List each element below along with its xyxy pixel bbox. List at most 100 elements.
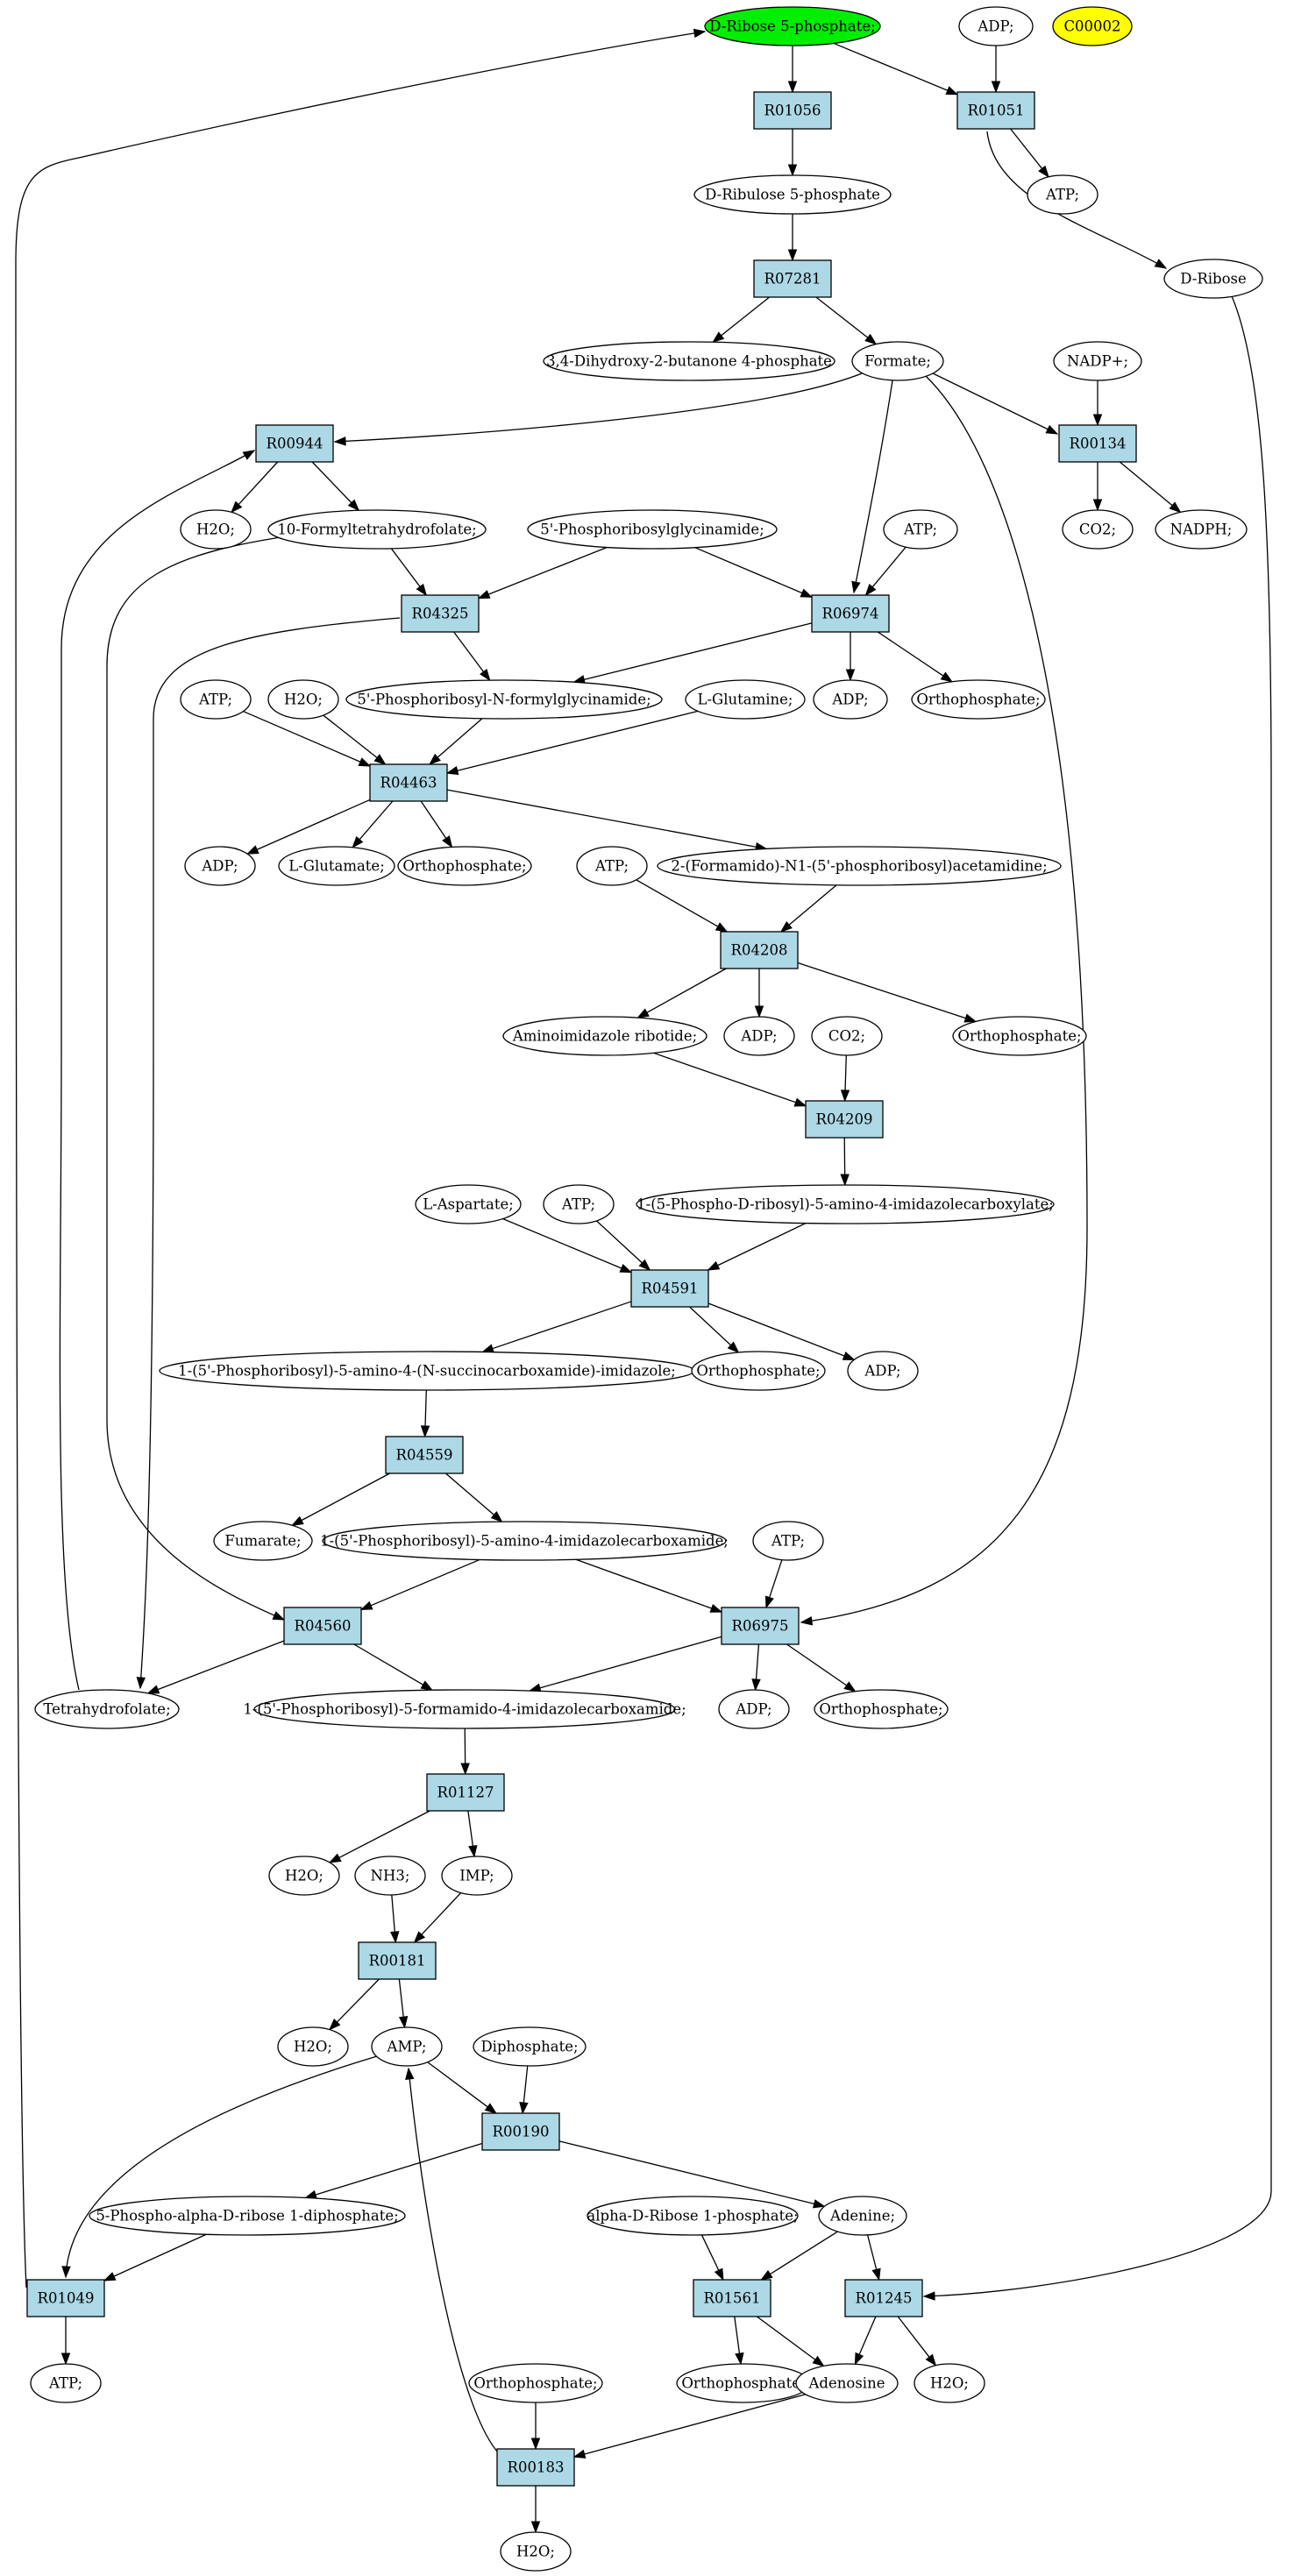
metabolite-node-ar1p[interactable]: alpha-D-Ribose 1-phosphate; <box>587 2196 799 2236</box>
node-label: R01056 <box>764 103 821 119</box>
metabolite-node-h2o_r00183[interactable]: H2O; <box>500 2531 572 2572</box>
node-label: D-Ribose <box>1180 271 1247 287</box>
metabolite-node-atp_r06975[interactable]: ATP; <box>752 1521 824 1561</box>
reaction-node-r04209[interactable]: R04209 <box>805 1100 884 1139</box>
metabolite-node-gar[interactable]: 5'-Phosphoribosylglycinamide; <box>527 509 778 550</box>
metabolite-node-dru5p[interactable]: D-Ribulose 5-phosphate <box>693 174 892 215</box>
reaction-node-r00183[interactable]: R00183 <box>496 2448 575 2487</box>
node-label: ATP; <box>48 2375 82 2392</box>
metabolite-node-prpp[interactable]: 5-Phospho-alpha-D-ribose 1-diphosphate; <box>89 2196 406 2236</box>
metabolite-node-imp[interactable]: IMP; <box>441 1856 513 1896</box>
edge-r04591-to-saicar <box>481 1301 632 1353</box>
metabolite-node-atp_r04463[interactable]: ATP; <box>180 679 252 720</box>
metabolite-node-faicar[interactable]: 1-(5'-Phosphoribosyl)-5-formamido-4-imid… <box>243 1689 686 1729</box>
metabolite-node-atp_r04591[interactable]: ATP; <box>543 1184 615 1224</box>
metabolite-node-nadph[interactable]: NADPH; <box>1155 509 1248 550</box>
reaction-node-r04208[interactable]: R04208 <box>720 931 799 969</box>
metabolite-node-pi_r04208[interactable]: Orthophosphate; <box>952 1016 1087 1056</box>
metabolite-node-fumarate[interactable]: Fumarate; <box>213 1521 313 1561</box>
metabolite-node-thf[interactable]: Tetrahydrofolate; <box>34 1689 180 1729</box>
metabolite-node-h2o_r01127[interactable]: H2O; <box>268 1856 340 1896</box>
reaction-node-r00190[interactable]: R00190 <box>481 2112 560 2151</box>
metabolite-node-adenine[interactable]: Adenine; <box>818 2196 907 2236</box>
edge-dribose-to-r01245 <box>922 295 1272 2301</box>
metabolite-ellipse <box>685 679 806 720</box>
metabolite-node-lglu[interactable]: L-Glutamate; <box>278 846 395 886</box>
arrowhead <box>787 249 798 262</box>
reaction-node-r04560[interactable]: R04560 <box>283 1607 362 1645</box>
metabolite-node-saicar[interactable]: 1-(5'-Phosphoribosyl)-5-amino-4-(N-succi… <box>159 1351 695 1391</box>
arrowhead <box>373 754 387 765</box>
metabolite-node-lgln[interactable]: L-Glutamine; <box>685 679 806 720</box>
metabolite-node-atp_r01051[interactable]: ATP; <box>1027 174 1098 215</box>
edge-adp_top-to-r01051 <box>991 46 1001 94</box>
metabolite-node-adp_r06974[interactable]: ADP; <box>813 679 888 720</box>
metabolite-node-nh3[interactable]: NH3; <box>354 1856 426 1896</box>
reaction-node-r06974[interactable]: R06974 <box>811 594 890 633</box>
metabolite-node-ppi[interactable]: Diphosphate; <box>473 2026 587 2067</box>
edge-r01049-to-atp_r01049 <box>60 2317 71 2366</box>
reaction-node-r00134[interactable]: R00134 <box>1058 424 1137 463</box>
metabolite-node-h2o_r04463[interactable]: H2O; <box>267 679 339 720</box>
node-label: 10-Formyltetrahydrofolate; <box>277 522 476 538</box>
metabolite-node-cair[interactable]: 1-(5-Phospho-D-ribosyl)-5-amino-4-imidaz… <box>636 1184 1055 1224</box>
edge-r04560-to-faicar <box>353 1643 434 1691</box>
metabolite-node-aicar[interactable]: 1-(5'-Phosphoribosyl)-5-amino-4-imidazol… <box>320 1521 729 1561</box>
reaction-node-r01056[interactable]: R01056 <box>753 91 832 130</box>
metabolite-node-pi_r06974[interactable]: Orthophosphate; <box>911 679 1046 720</box>
metabolite-node-fgam[interactable]: 2-(Formamido)-N1-(5'-phosphoribosyl)acet… <box>657 846 1062 886</box>
metabolite-node-adp_r04591[interactable]: ADP; <box>847 1351 919 1391</box>
reaction-node-r04463[interactable]: R04463 <box>369 763 448 802</box>
metabolite-node-h2o_r00181[interactable]: H2O; <box>277 2026 349 2067</box>
metabolite-node-atp_r06974[interactable]: ATP; <box>883 509 958 550</box>
metabolite-node-pi_r00183[interactable]: Orthophosphate; <box>468 2363 603 2403</box>
metabolite-node-atp_r04208[interactable]: ATP; <box>576 846 648 886</box>
arrowhead <box>764 1595 774 1609</box>
metabolite-node-formate[interactable]: Formate; <box>851 341 944 381</box>
metabolite-node-co2_r00134[interactable]: CO2; <box>1062 509 1134 550</box>
metabolite-node-fgar[interactable]: 5'-Phosphoribosyl-N-formylglycinamide; <box>345 679 663 720</box>
metabolite-node-co2_r04209[interactable]: CO2; <box>811 1016 883 1056</box>
metabolite-node-dhb4p[interactable]: 3,4-Dihydroxy-2-butanone 4-phosphate <box>543 341 835 381</box>
metabolite-node-c00002[interactable]: C00002 <box>1052 6 1133 46</box>
reaction-node-r01127[interactable]: R01127 <box>426 1773 505 1812</box>
reaction-box <box>385 1436 464 1474</box>
reaction-node-r04559[interactable]: R04559 <box>385 1436 464 1474</box>
reaction-node-r00181[interactable]: R00181 <box>358 1941 437 1980</box>
reaction-node-r01049[interactable]: R01049 <box>26 2279 105 2317</box>
node-label: 2-(Formamido)-N1-(5'-phosphoribosyl)acet… <box>671 858 1047 875</box>
reaction-node-r04591[interactable]: R04591 <box>630 1269 709 1308</box>
metabolite-ellipse <box>1155 509 1248 550</box>
reaction-node-r01245[interactable]: R01245 <box>844 2279 923 2317</box>
reaction-node-r00944[interactable]: R00944 <box>255 424 334 463</box>
reaction-node-r06975[interactable]: R06975 <box>721 1607 800 1645</box>
metabolite-node-adp_r06975[interactable]: ADP; <box>718 1689 790 1729</box>
metabolite-node-nadp[interactable]: NADP+; <box>1053 341 1142 381</box>
metabolite-node-pi_r01561[interactable]: Orthophosphate; <box>676 2363 811 2403</box>
metabolite-node-adp_r04208[interactable]: ADP; <box>723 1016 795 1056</box>
metabolite-node-h2o_r00944[interactable]: H2O; <box>180 509 252 550</box>
metabolite-node-adp_top[interactable]: ADP; <box>958 6 1034 46</box>
metabolite-node-pi_r04463[interactable]: Orthophosphate; <box>397 846 532 886</box>
metabolite-ellipse <box>527 509 778 550</box>
reaction-node-r04325[interactable]: R04325 <box>401 594 480 633</box>
reaction-node-r01561[interactable]: R01561 <box>693 2279 771 2317</box>
metabolite-node-adenosine[interactable]: Adenosine <box>795 2363 899 2403</box>
metabolite-node-dribose[interactable]: D-Ribose <box>1163 259 1263 299</box>
metabolite-node-dr5p[interactable]: D-Ribose 5-phosphate; <box>704 6 881 46</box>
node-label: D-Ribose 5-phosphate; <box>709 18 875 35</box>
metabolite-node-air[interactable]: Aminoimidazole ribotide; <box>502 1016 707 1056</box>
metabolite-ellipse <box>691 1351 826 1391</box>
metabolite-node-pi_r06975[interactable]: Orthophosphate; <box>814 1689 949 1729</box>
metabolite-node-fthf[interactable]: 10-Formyltetrahydrofolate; <box>267 509 487 550</box>
metabolite-ellipse <box>1053 341 1142 381</box>
reaction-node-r01051[interactable]: R01051 <box>956 91 1035 130</box>
metabolite-node-h2o_r01245[interactable]: H2O; <box>914 2363 985 2403</box>
reaction-node-r07281[interactable]: R07281 <box>753 259 832 298</box>
metabolite-node-amp[interactable]: AMP; <box>371 2026 443 2067</box>
metabolite-node-laspartate[interactable]: L-Aspartate; <box>415 1184 522 1224</box>
node-label: 1-(5'-Phosphoribosyl)-5-formamido-4-imid… <box>243 1701 686 1718</box>
metabolite-node-pi_r04591[interactable]: Orthophosphate; <box>691 1351 826 1391</box>
metabolite-node-atp_r01049[interactable]: ATP; <box>30 2363 102 2403</box>
metabolite-node-adp_r04463[interactable]: ADP; <box>184 846 256 886</box>
